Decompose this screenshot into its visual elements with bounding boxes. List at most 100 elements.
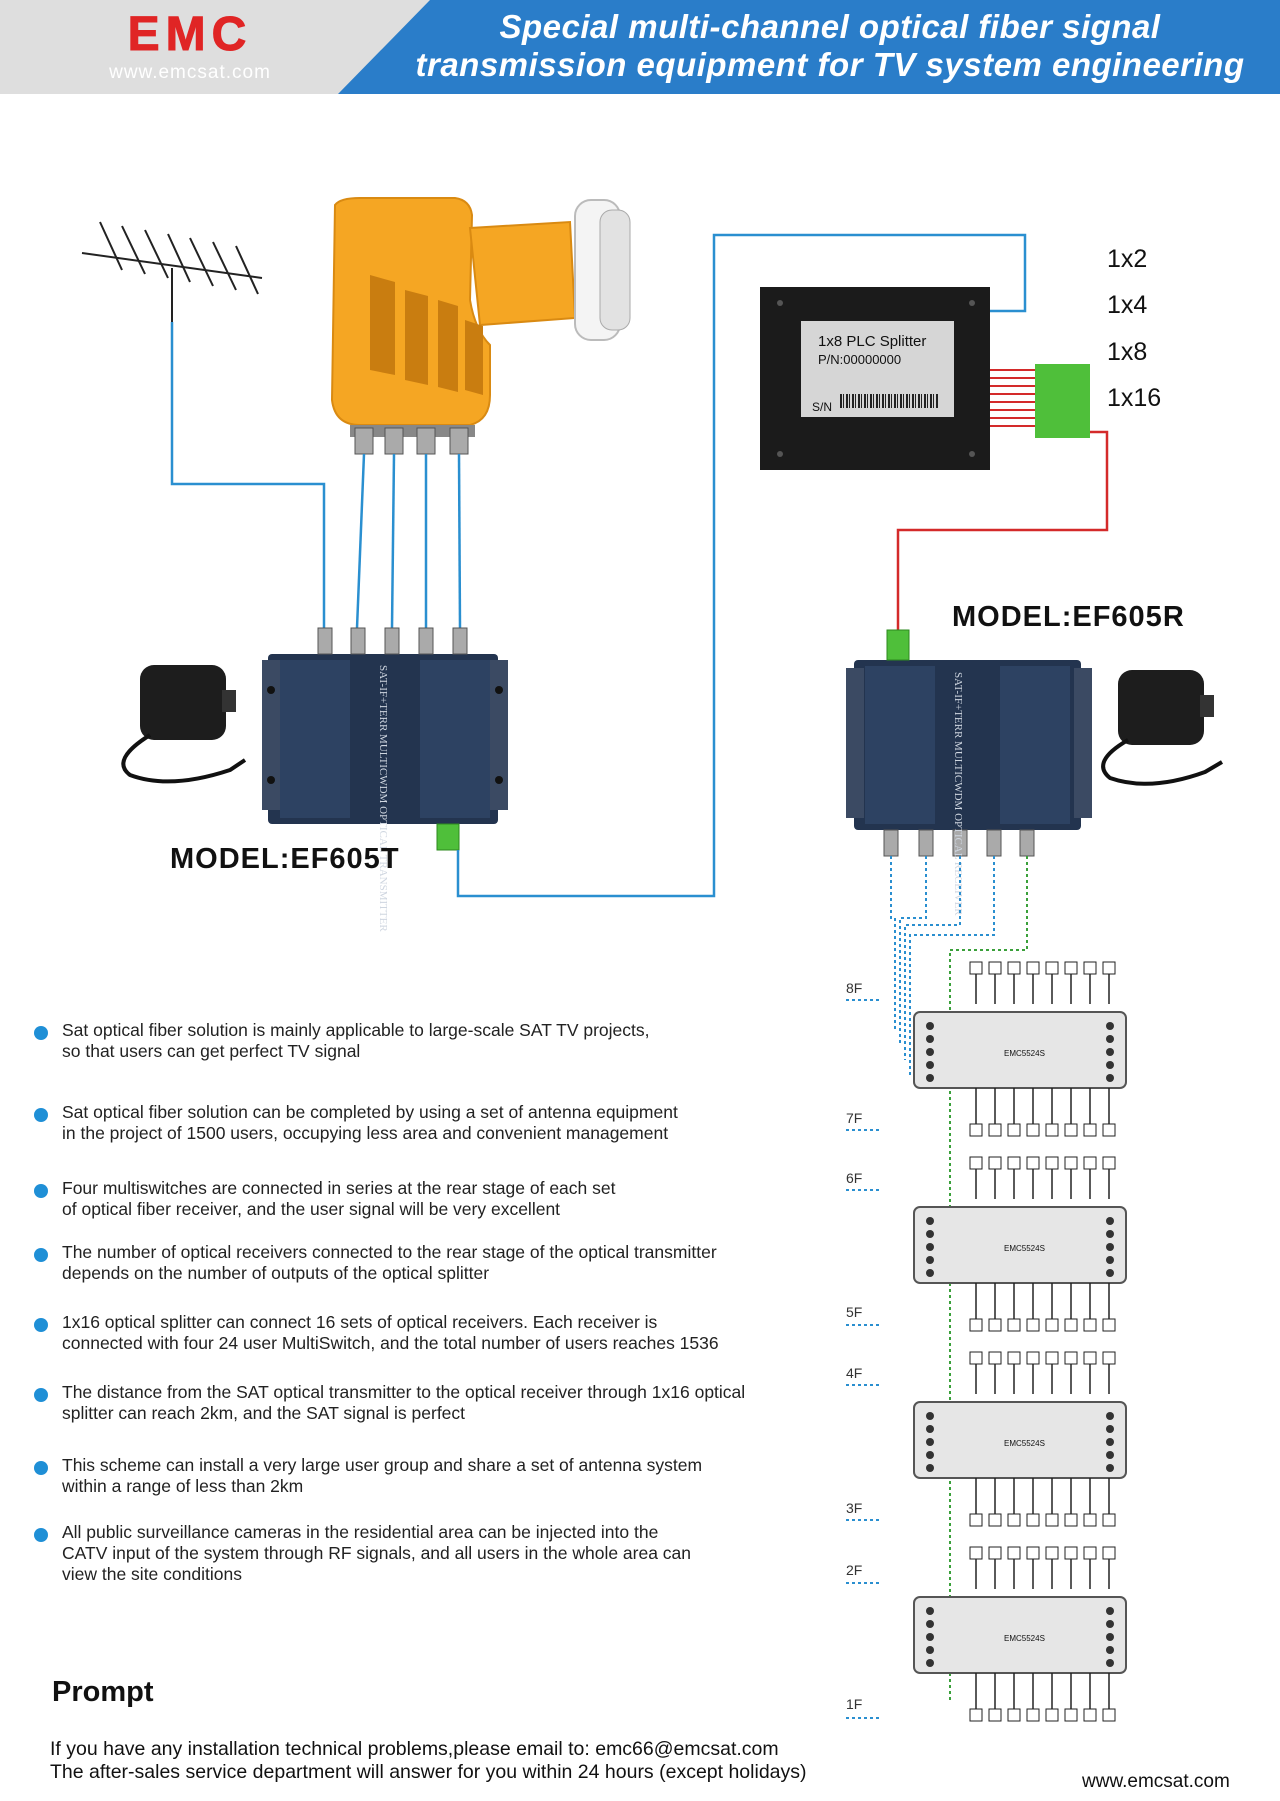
wall-outlet-icon [988, 1123, 1002, 1137]
ms-output-port [1106, 1243, 1114, 1251]
emc-logo: EMC [127, 8, 253, 61]
wall-outlet-icon [1026, 1351, 1040, 1365]
wall-outlet-icon [969, 961, 983, 975]
wall-outlet-icon [1007, 1351, 1021, 1365]
ms-output-port [1106, 1451, 1114, 1459]
ms-input-port [926, 1412, 934, 1420]
ms-output-port [1106, 1022, 1114, 1030]
ms-output-port [1106, 1646, 1114, 1654]
multiswitch-stack: EMC5524S EMC5524S EMC5524S EMC5524S [913, 1011, 1127, 1674]
multiswitch-icon: EMC5524S [913, 1011, 1127, 1089]
splitter-option-1x4: 1x4 [1107, 291, 1148, 319]
header-title-panel [338, 0, 1280, 94]
wall-outlet-icon [1045, 1351, 1059, 1365]
prompt-line-email: If you have any installation technical p… [50, 1738, 779, 1760]
bullet-icon [34, 1388, 48, 1402]
ms-output-port [1106, 1230, 1114, 1238]
tx-fiber-cable [456, 233, 1027, 898]
ms-output-port [1106, 1035, 1114, 1043]
ms-output-port [1106, 1464, 1114, 1472]
splitter-option-1x16: 1x16 [1107, 384, 1162, 412]
floor-label: 1F [846, 1696, 863, 1712]
wall-outlet-icon [1007, 1123, 1021, 1137]
bullet-icon [34, 1461, 48, 1475]
multiswitch-icon: EMC5524S [913, 1401, 1127, 1479]
wall-outlet-icon [1007, 1513, 1021, 1527]
ms-input-port [926, 1607, 934, 1615]
splitter-pn: P/N:00000000 [818, 352, 901, 367]
wall-outlet-icon [1102, 961, 1116, 975]
prompt-line-service: The after-sales service department will … [50, 1761, 807, 1783]
wall-outlet-icon [988, 1351, 1002, 1365]
wall-outlet-icon [1045, 1318, 1059, 1332]
wall-outlet-icon [1064, 961, 1078, 975]
power-adapter-icon [1101, 670, 1224, 786]
ms-output-port [1106, 1438, 1114, 1446]
terr-cable [949, 856, 1028, 1700]
wall-outlet-icon [1045, 1513, 1059, 1527]
wall-outlet-icon [1007, 1546, 1021, 1560]
wall-outlet-icon [1083, 1123, 1097, 1137]
ms-output-port [1106, 1269, 1114, 1277]
floor-label: 8F [846, 980, 863, 996]
multiswitch-label: EMC5524S [1004, 1439, 1045, 1448]
wall-outlet-icon [1007, 1708, 1021, 1722]
bullet-icon [34, 1026, 48, 1040]
ms-input-port [926, 1074, 934, 1082]
wall-outlet-icon [969, 1351, 983, 1365]
wall-outlet-icon [988, 1708, 1002, 1722]
multiswitch-icon: EMC5524S [913, 1206, 1127, 1284]
wall-outlet-icon [1045, 1546, 1059, 1560]
transmitter-panel-text: SAT-IF+TERR MULTICWDM OPTICAL TRANSMITTE… [377, 665, 389, 932]
wall-outlet-icon [1102, 1708, 1116, 1722]
wall-outlet-icon [988, 1513, 1002, 1527]
splitter-option-1x2: 1x2 [1107, 245, 1148, 273]
receiver-model: MODEL:EF605R [952, 601, 1185, 633]
ms-output-port [1106, 1425, 1114, 1433]
wall-outlet-icon [1064, 1123, 1078, 1137]
wall-outlet-icon [1007, 1318, 1021, 1332]
bullet-icon [34, 1318, 48, 1332]
wall-outlet-icon [1083, 961, 1097, 975]
wall-outlet-icon [988, 1318, 1002, 1332]
ms-input-port [926, 1217, 934, 1225]
splitter-sn: S/N [812, 400, 832, 414]
wall-outlet-icon [1064, 1708, 1078, 1722]
wall-outlet-icon [1102, 1318, 1116, 1332]
power-adapter-icon [121, 665, 247, 784]
floor-label: 7F [846, 1110, 863, 1126]
ms-output-port [1106, 1048, 1114, 1056]
wall-outlet-icon [1083, 1156, 1097, 1170]
sc-connectors [1035, 364, 1090, 438]
wall-outlet-icon [969, 1156, 983, 1170]
ms-input-port [926, 1451, 934, 1459]
bullet-icon [34, 1108, 48, 1122]
title-line-1: Special multi-channel optical fiber sign… [499, 8, 1161, 45]
wall-outlet-icon [1083, 1546, 1097, 1560]
wall-outlet-icon [1102, 1123, 1116, 1137]
wall-outlet-icon [1007, 1156, 1021, 1170]
wall-outlet-icon [969, 1546, 983, 1560]
transmitter-model: MODEL:EF605T [170, 843, 400, 875]
bullet-icon [34, 1248, 48, 1262]
floor-label: 2F [846, 1562, 863, 1578]
plc-splitter-icon: 1x8 PLC Splitter P/N:00000000 S/N [760, 287, 990, 470]
prompt-title: Prompt [52, 1676, 154, 1708]
wall-outlet-icon [1026, 1156, 1040, 1170]
wall-outlet-icon [969, 1123, 983, 1137]
multiswitch-ports [926, 961, 1116, 1722]
wall-outlet-icon [1064, 1546, 1078, 1560]
ms-input-port [926, 1633, 934, 1641]
ms-output-port [1106, 1607, 1114, 1615]
ms-input-port [926, 1035, 934, 1043]
footer-url: www.emcsat.com [1082, 1771, 1230, 1792]
ms-input-port [926, 1620, 934, 1628]
floor-label: 3F [846, 1500, 863, 1516]
ms-output-port [1106, 1633, 1114, 1641]
wall-outlet-icon [1045, 1156, 1059, 1170]
ms-input-port [926, 1022, 934, 1030]
wall-outlet-icon [988, 1156, 1002, 1170]
optical-transmitter-icon: SAT-IF+TERR MULTICWDM OPTICAL TRANSMITTE… [262, 627, 508, 932]
ms-input-port [926, 1659, 934, 1667]
ms-input-port [926, 1061, 934, 1069]
